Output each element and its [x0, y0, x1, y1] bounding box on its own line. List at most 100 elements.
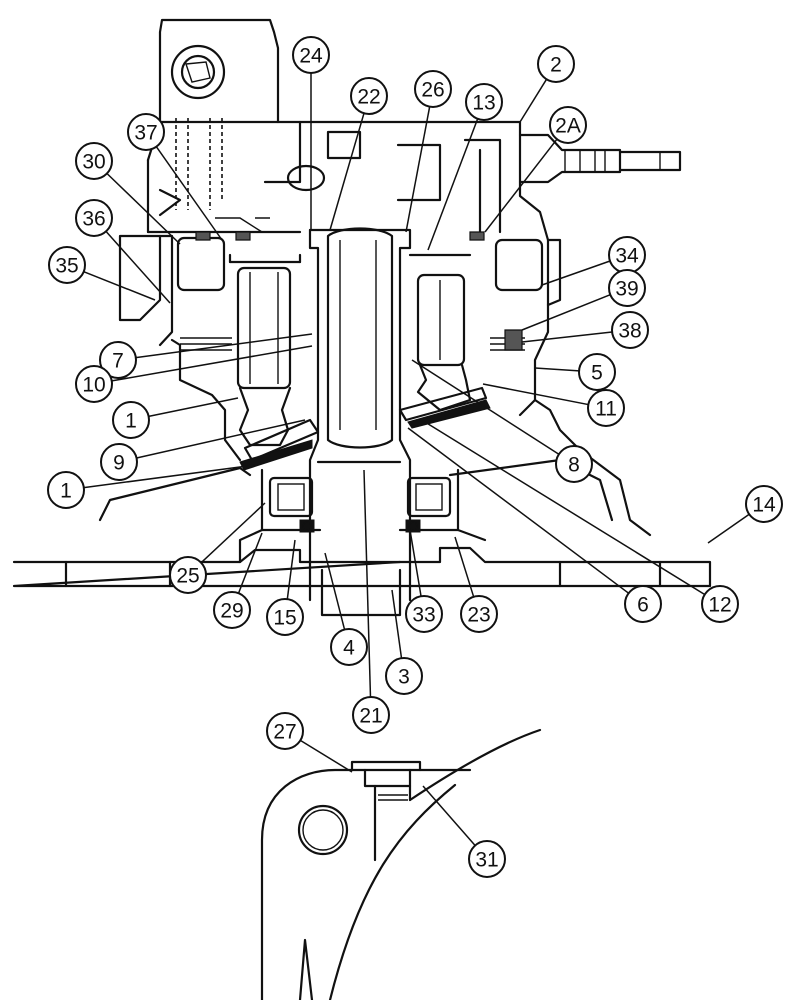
leader-line-25 — [200, 502, 266, 564]
bearings — [260, 468, 460, 533]
callout-circle — [47, 471, 85, 509]
callout-number: 14 — [752, 494, 776, 517]
callout-11: 11 — [587, 389, 625, 427]
callout-number: 1 — [60, 480, 72, 503]
leader-line-22 — [329, 113, 365, 231]
leader-line-6 — [407, 427, 630, 594]
leader-line-31 — [422, 785, 476, 846]
callout-circle — [169, 556, 207, 594]
leader-line-7 — [135, 333, 313, 359]
callout-2: 2 — [537, 45, 575, 83]
leader-line-34 — [541, 260, 611, 286]
drain-plug-detail — [260, 728, 542, 1000]
leader-line-33 — [409, 529, 422, 597]
callout-circle — [330, 628, 368, 666]
piston-left — [228, 253, 302, 447]
callout-9: 9 — [100, 443, 138, 481]
leader-line-35 — [83, 270, 156, 301]
leader-line-4 — [324, 552, 346, 630]
drive-shaft — [308, 227, 412, 617]
callout-circle — [624, 585, 662, 623]
callout-circle — [266, 598, 304, 636]
callout-31: 31 — [468, 840, 506, 878]
callout-number: 21 — [359, 705, 382, 728]
callout-circle — [414, 70, 452, 108]
callout-number: 5 — [591, 362, 603, 385]
callout-5: 5 — [578, 353, 616, 391]
callout-number: 7 — [112, 350, 124, 373]
callout-27: 27 — [266, 712, 304, 750]
leader-line-15 — [286, 539, 296, 600]
valve-block — [146, 18, 326, 234]
callout-number: 12 — [708, 594, 731, 617]
callout-7: 7 — [99, 341, 137, 379]
callout-number: 23 — [467, 604, 490, 627]
callout-14: 14 — [745, 485, 783, 523]
callout-circle — [608, 269, 646, 307]
callout-circle — [701, 585, 739, 623]
callout-number: 39 — [615, 278, 638, 301]
callout-number: 36 — [82, 208, 105, 231]
callout-circle — [537, 45, 575, 83]
leader-line-9 — [136, 419, 306, 459]
callout-number: 24 — [299, 45, 323, 68]
callout-leaders — [83, 73, 750, 846]
callout-circle — [745, 485, 783, 523]
callout-2A: 2A — [549, 106, 587, 144]
callout-1: 1 — [112, 401, 150, 439]
callout-number: 2A — [555, 115, 581, 138]
callout-12: 12 — [701, 585, 739, 623]
leader-line-27 — [299, 739, 353, 773]
callout-circle — [460, 595, 498, 633]
callout-number: 13 — [472, 92, 495, 115]
callout-number: 33 — [412, 604, 435, 627]
callout-37: 37 — [127, 113, 165, 151]
callout-circle — [350, 77, 388, 115]
base-flange — [12, 528, 712, 588]
callout-number: 6 — [637, 594, 649, 617]
callout-number: 15 — [273, 607, 296, 630]
leader-line-23 — [454, 536, 475, 598]
callout-29: 29 — [213, 591, 251, 629]
leader-line-13 — [427, 118, 479, 251]
callout-22: 22 — [350, 77, 388, 115]
leader-line-30 — [106, 172, 181, 245]
callout-circle — [549, 106, 587, 144]
callout-13: 13 — [465, 83, 503, 121]
callout-number: 1 — [125, 410, 137, 433]
callout-circle — [99, 341, 137, 379]
callout-number: 26 — [421, 79, 444, 102]
callout-6: 6 — [624, 585, 662, 623]
callout-number: 30 — [82, 151, 105, 174]
brake-plates — [180, 329, 525, 351]
callout-circle — [112, 401, 150, 439]
leader-line-39 — [521, 293, 611, 331]
callout-number: 9 — [113, 452, 125, 475]
callout-4: 4 — [330, 628, 368, 666]
callout-number: 34 — [615, 245, 639, 268]
callout-circle — [468, 840, 506, 878]
callout-8: 8 — [555, 445, 593, 483]
callout-circle — [578, 353, 616, 391]
callout-34: 34 — [608, 236, 646, 274]
callout-number: 25 — [176, 565, 199, 588]
callout-number: 31 — [475, 849, 498, 872]
callout-number: 38 — [618, 320, 641, 343]
leader-line-26 — [405, 106, 431, 233]
leader-line-1 — [83, 464, 256, 489]
callout-number: 27 — [273, 721, 296, 744]
callout-circle — [127, 113, 165, 151]
callout-number: 37 — [134, 122, 157, 145]
callout-number: 22 — [357, 86, 380, 109]
callout-number: 10 — [82, 374, 105, 397]
callout-circle — [75, 142, 113, 180]
callout-30: 30 — [75, 142, 113, 180]
leader-line-37 — [155, 146, 223, 241]
callout-number: 8 — [568, 454, 580, 477]
leader-line-36 — [105, 230, 171, 304]
callout-circle — [352, 696, 390, 734]
callout-circle — [405, 595, 443, 633]
leader-line-38 — [521, 331, 613, 343]
piston-right — [408, 253, 472, 412]
